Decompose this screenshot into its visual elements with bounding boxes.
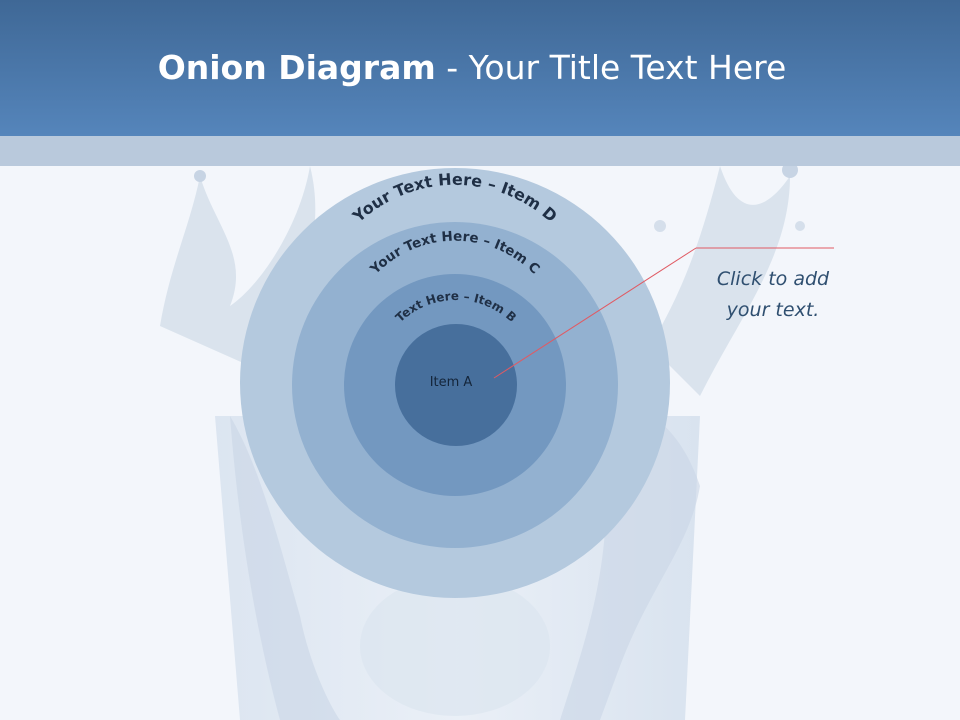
header-bar [0,0,960,136]
onion-core-item-a[interactable] [395,324,517,446]
slide-title[interactable]: Onion Diagram - Your Title Text Here [0,48,944,88]
title-bold-text: Onion Diagram [157,48,436,87]
core-a-label: Item A [430,375,473,390]
callout-line-2: your text. [726,299,820,321]
callout-connector-line [493,247,697,379]
header-accent-bar [0,136,960,166]
callout-line-1: Click to add [716,268,830,290]
title-rest-text: - Your Title Text Here [435,48,787,87]
callout-text-box[interactable]: Click to add your text. [690,264,856,326]
